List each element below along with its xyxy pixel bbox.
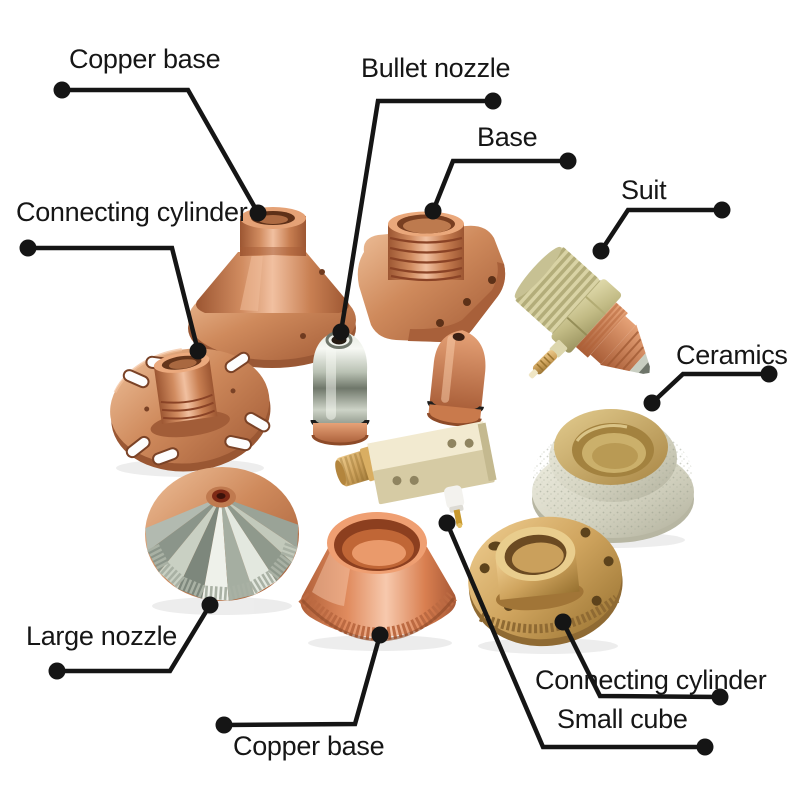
leader-copper-base-bottom <box>215 626 389 734</box>
thread-lines <box>389 236 463 282</box>
part-base <box>357 211 506 343</box>
label-connecting-cylinder-left: Connecting cylinder <box>16 197 248 227</box>
leader-base <box>424 152 577 220</box>
nozzle-flutes <box>145 497 299 601</box>
leader-connecting-cylinder-right <box>554 613 729 706</box>
suit-pin <box>528 340 568 379</box>
part-connecting-cylinder-left <box>110 348 271 472</box>
leader-suit <box>592 201 731 260</box>
label-connecting-cylinder-right: Connecting cylinder <box>535 665 767 695</box>
leader-lines <box>19 81 778 756</box>
leader-bullet-nozzle <box>332 92 502 341</box>
label-bullet-nozzle: Bullet nozzle <box>361 53 511 83</box>
part-bullet-nozzle-copper <box>427 330 486 427</box>
cube-pin <box>444 485 465 529</box>
part-ceramics <box>532 409 694 543</box>
leader-connecting-cylinder-left <box>19 239 207 360</box>
label-large-nozzle: Large nozzle <box>26 621 178 651</box>
leader-small-cube <box>438 514 714 756</box>
label-ceramics: Ceramics <box>676 340 788 370</box>
label-small-cube: Small cube <box>557 704 688 734</box>
part-copper-base-top <box>188 207 356 368</box>
label-copper-base-bottom: Copper base <box>233 731 385 761</box>
part-connecting-cylinder-right <box>468 516 623 647</box>
knurl-lines <box>606 331 644 370</box>
leader-copper-base-top <box>53 81 267 222</box>
part-small-cube <box>335 421 497 529</box>
leader-large-nozzle <box>48 596 219 680</box>
leader-ceramics <box>643 365 778 412</box>
part-copper-base-bottom <box>298 512 457 642</box>
part-bullet-nozzle-silver <box>310 330 370 446</box>
label-suit: Suit <box>621 175 667 205</box>
label-base: Base <box>477 122 538 152</box>
part-suit <box>514 246 650 379</box>
label-copper-base-top: Copper base <box>69 44 221 74</box>
part-large-nozzle <box>145 467 299 601</box>
